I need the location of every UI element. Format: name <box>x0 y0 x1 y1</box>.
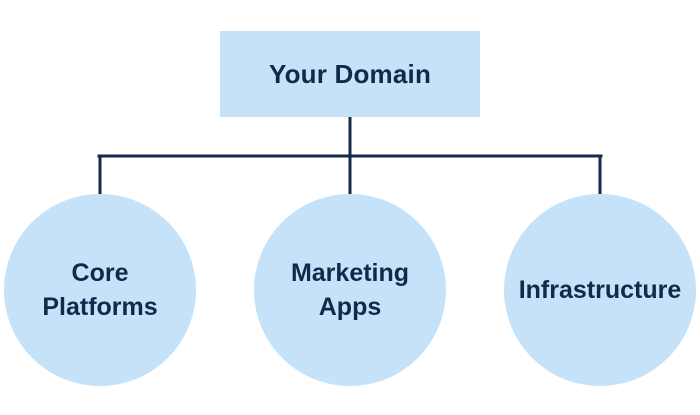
child-node-label-line: Core <box>71 259 129 287</box>
root-node-label: Your Domain <box>268 58 432 89</box>
child-node-label-line: Marketing <box>290 259 410 287</box>
child-node-marketing-apps: Marketing Apps <box>254 194 446 386</box>
child-node-core-platforms: Core Platforms <box>4 194 196 386</box>
child-node-label-line: Platforms <box>42 293 158 321</box>
child-node-label-line: Infrastructure <box>518 276 682 304</box>
child-node-infrastructure: Infrastructure <box>504 194 696 386</box>
child-node-label-line: Apps <box>318 293 382 321</box>
root-node: Your Domain <box>220 31 480 117</box>
